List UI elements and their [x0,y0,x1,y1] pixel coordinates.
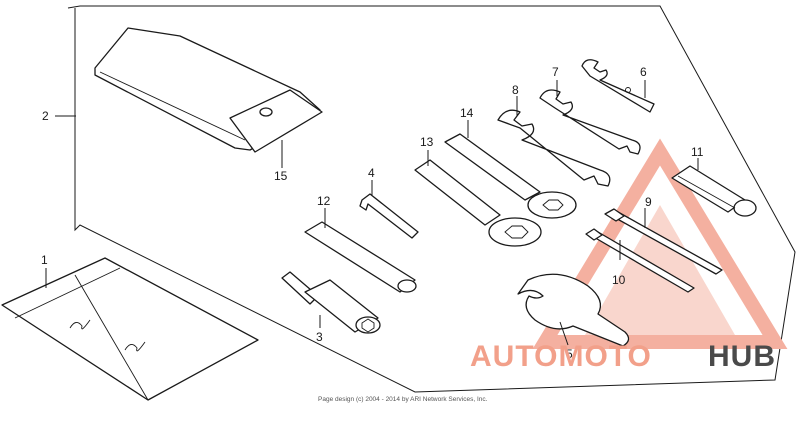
callout-14: 14 [460,106,474,120]
part-socket-wrench [281,271,381,334]
callout-10: 10 [612,273,626,287]
part-screwdriver-10 [585,228,695,293]
part-plastic-bag [1,257,259,401]
callout-2: 2 [42,109,49,123]
callout-9: 9 [645,195,652,209]
callout-12: 12 [317,194,331,208]
part-screwdriver-handle [671,165,757,217]
watermark-text: AUTOMOTO HUB [470,340,776,373]
callout-11: 11 [691,145,704,159]
callout-13: 13 [420,135,434,149]
part-wrench-6 [581,59,655,113]
part-hex-key [359,193,419,239]
copyright-text: Page design (c) 2004 - 2014 by ARI Netwo… [318,396,488,403]
callouts: 1 2 3 4 5 6 7 8 9 10 11 12 13 14 15 [41,65,704,361]
callout-4: 4 [368,166,375,180]
part-handle-bar [304,221,417,293]
part-wrench-8 [497,109,611,187]
part-tool-pouch [94,27,323,153]
leader-lines [45,80,699,346]
part-wrench-13 [414,159,542,247]
callout-7: 7 [552,65,559,79]
callout-5: 5 [566,347,573,361]
callout-6: 6 [640,65,647,79]
callout-15: 15 [274,169,288,183]
part-wrench-7 [539,89,641,155]
callout-3: 3 [316,330,323,344]
boundary-outline [67,5,796,393]
callout-8: 8 [512,83,519,97]
watermark-part-a: AUTOMOTO [470,340,652,373]
part-wrench-14 [444,133,577,219]
callout-1: 1 [41,253,48,267]
watermark-part-b: HUB [708,340,776,373]
part-screwdriver-9 [604,208,723,275]
part-pin-spanner [517,273,630,347]
